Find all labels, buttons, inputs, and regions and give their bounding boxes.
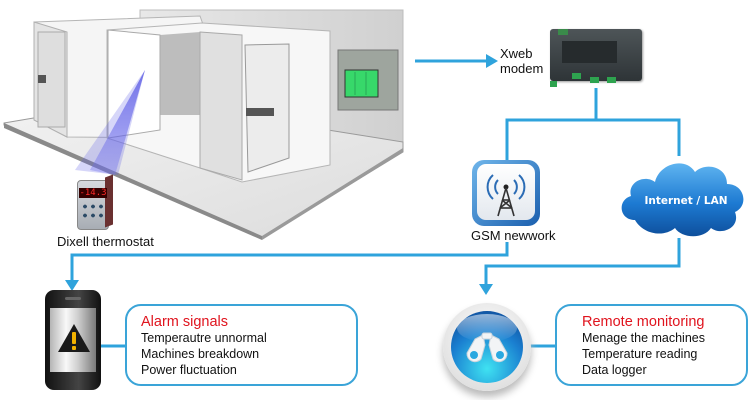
alarm-item: Power fluctuation <box>141 363 237 377</box>
connector-modem-branch <box>505 118 681 160</box>
cell-tower-icon <box>472 160 540 226</box>
modem-label: Xweb modem <box>500 46 543 76</box>
alarm-item: Machines breakdown <box>141 347 260 361</box>
arrowhead-right <box>486 54 498 68</box>
modem-label-line1: Xweb <box>500 46 533 61</box>
thermostat-display: -14.3 <box>79 188 107 198</box>
gsm-label: GSM newwork <box>471 228 556 243</box>
internet-label: Internet / LAN <box>644 195 728 207</box>
alarm-box-title: Alarm signals <box>141 314 229 330</box>
binoculars-icon <box>443 303 531 391</box>
thermostat-icon: -14.3 <box>77 174 113 230</box>
arrowhead-down-phone <box>65 280 79 291</box>
remote-box-title: Remote monitoring <box>582 314 705 330</box>
alarm-item: Temperautre unnormal <box>141 331 267 345</box>
alarm-signals-box: Alarm signals Temperautre unnormal Machi… <box>125 304 358 386</box>
cold-room-illustration <box>3 9 404 240</box>
connector-gsm-to-phone <box>70 242 509 280</box>
remote-item: Menage the machines <box>582 331 705 345</box>
smartphone-warning-icon <box>45 290 101 390</box>
remote-item: Temperature reading <box>582 347 698 361</box>
remote-monitoring-box: Remote monitoring Menage the machines Te… <box>555 304 748 386</box>
remote-item: Data logger <box>582 363 647 377</box>
cloud-icon <box>621 163 744 237</box>
arrowhead-down-remote <box>479 284 493 295</box>
modem-icon <box>550 25 646 89</box>
thermostat-label: Dixell thermostat <box>57 234 154 249</box>
connector-internet-to-remote <box>484 238 681 284</box>
modem-label-line2: modem <box>500 61 544 76</box>
